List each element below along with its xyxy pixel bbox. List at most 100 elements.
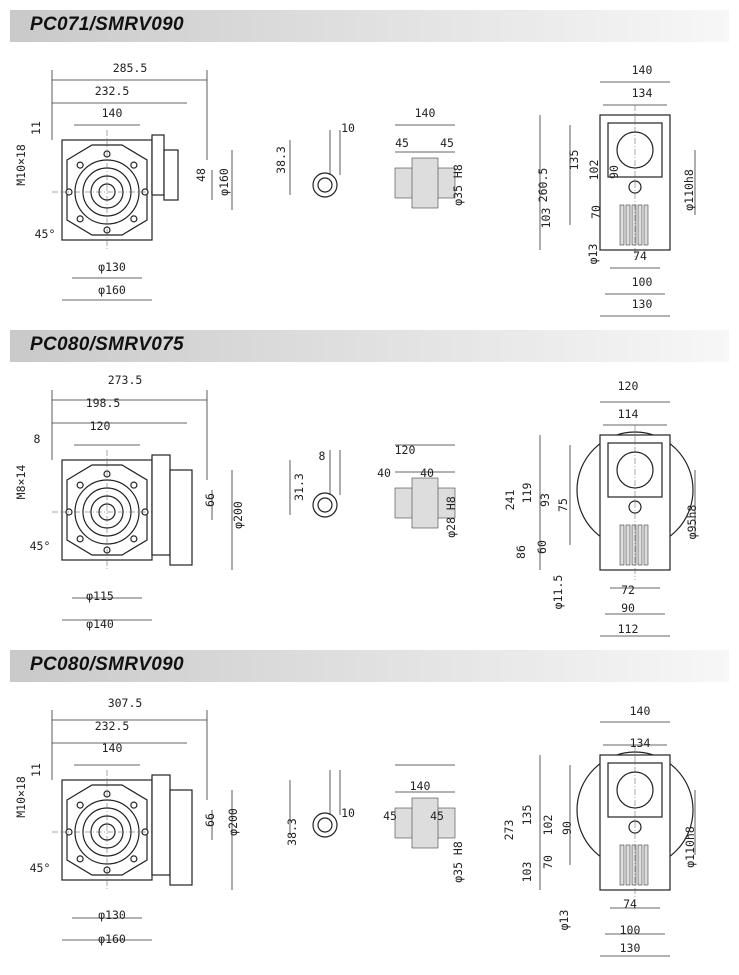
dimension-label: 140 <box>102 106 123 120</box>
dimension-label: φ35 H8 <box>451 841 465 883</box>
dimension-label: 134 <box>632 86 653 100</box>
dimension-label: 40 <box>377 466 391 480</box>
dimension-label: 100 <box>620 923 641 937</box>
dimension-label: 74 <box>623 897 637 911</box>
section-header-3: PC080/SMRV090 <box>10 650 729 682</box>
dimension-label: φ110h8 <box>683 826 697 868</box>
dimension-label: 8 <box>34 432 41 446</box>
dimension-label: 93 <box>538 493 552 507</box>
dimension-label: 120 <box>618 379 639 393</box>
dimension-label: φ160 <box>217 168 231 196</box>
dimension-label: 120 <box>395 443 416 457</box>
dimension-label: 140 <box>632 63 653 77</box>
bolt-hole <box>76 855 84 863</box>
dimension-label: 140 <box>630 704 651 718</box>
dimension-label: 198.5 <box>86 396 121 410</box>
dimension-label: φ13 <box>557 910 571 931</box>
motor-adapter <box>169 789 193 886</box>
dimension-label: 273 <box>502 820 516 841</box>
dimension-label: 135 <box>567 150 581 171</box>
motor-flange <box>151 774 171 876</box>
section-title: PC080/SMRV090 <box>30 654 184 675</box>
shaft-bore <box>317 817 333 833</box>
dimension-label: 134 <box>630 736 651 750</box>
dimension-label: 232.5 <box>95 719 130 733</box>
shaft-hub <box>411 477 439 529</box>
cooling-fin <box>631 204 637 246</box>
dimension-label: φ115 <box>86 589 114 603</box>
dimension-label: 45 <box>383 809 397 823</box>
dimension-label: 66 <box>203 493 217 507</box>
dimension-label: φ160 <box>98 283 126 297</box>
dimension-label: 66 <box>203 813 217 827</box>
cooling-fin <box>625 524 631 566</box>
bolt-hole <box>76 215 84 223</box>
cooling-fin <box>643 524 649 566</box>
dimension-label: 114 <box>618 407 639 421</box>
dimension-label: 10 <box>341 121 355 135</box>
dimension-label: 45 <box>395 136 409 150</box>
dimension-label: M10×18 <box>14 144 28 186</box>
section-header-1: PC071/SMRV090 <box>10 10 729 42</box>
dimension-label: 48 <box>194 168 208 182</box>
dimension-label: φ13 <box>586 244 600 265</box>
cooling-fin <box>625 204 631 246</box>
dimension-label: 90 <box>560 821 574 835</box>
shaft-hub <box>411 797 439 849</box>
motor-adapter <box>163 149 179 201</box>
section-title: PC080/SMRV075 <box>30 334 184 355</box>
dimension-label: φ95h8 <box>685 505 699 540</box>
cooling-fin <box>643 204 649 246</box>
dimension-label: 75 <box>556 498 570 512</box>
dimension-label: φ200 <box>231 501 245 529</box>
dimension-label: 140 <box>102 741 123 755</box>
dimension-label: 60 <box>535 540 549 554</box>
dimension-label: φ130 <box>98 908 126 922</box>
dimension-label: 102 <box>587 160 601 181</box>
cooling-fin <box>619 204 625 246</box>
dimension-label: 70 <box>541 855 555 869</box>
dimension-label: 130 <box>620 941 641 955</box>
dimension-label: 38.3 <box>285 818 299 846</box>
dimension-label: 260.5 <box>536 168 550 203</box>
dimension-label: 130 <box>632 297 653 311</box>
dimension-label: 120 <box>90 419 111 433</box>
bolt-hole <box>130 535 138 543</box>
cooling-fin <box>631 524 637 566</box>
dimension-label: φ200 <box>226 808 240 836</box>
bolt-hole <box>130 161 138 169</box>
bolt-hole <box>130 801 138 809</box>
bolt-hole <box>76 481 84 489</box>
motor-adapter <box>169 469 193 566</box>
dimension-label: φ28 H8 <box>444 496 458 538</box>
dimension-label: 103 <box>539 208 553 229</box>
dimension-label: 70 <box>589 205 603 219</box>
shaft-hub <box>411 157 439 209</box>
dimension-label: M8×14 <box>14 465 28 500</box>
dimension-label: φ130 <box>98 260 126 274</box>
dimension-label: 45 <box>430 809 444 823</box>
dimension-label: 100 <box>632 275 653 289</box>
dimension-label: 112 <box>618 622 639 636</box>
dimension-label: 119 <box>520 483 534 504</box>
dimension-label: 45° <box>30 539 51 553</box>
dimension-label: 273.5 <box>108 373 143 387</box>
bolt-hole <box>130 481 138 489</box>
motor-flange <box>151 134 165 196</box>
motor-flange <box>151 454 171 556</box>
bolt-hole <box>76 161 84 169</box>
dimension-label: 45° <box>35 227 56 241</box>
dimension-label: 232.5 <box>95 84 130 98</box>
cooling-fin <box>637 204 643 246</box>
dimension-label: 11 <box>29 121 43 135</box>
dimension-label: M10×18 <box>14 776 28 818</box>
dimension-label: 90 <box>621 601 635 615</box>
shaft-bore <box>317 497 333 513</box>
bolt-hole <box>76 801 84 809</box>
dimension-label: φ110h8 <box>682 169 696 211</box>
dimension-label: φ11.5 <box>551 575 565 610</box>
cooling-fin <box>619 844 625 886</box>
dimension-label: 10 <box>341 806 355 820</box>
dimension-label: 31.3 <box>292 473 306 501</box>
dimension-label: 45° <box>30 861 51 875</box>
